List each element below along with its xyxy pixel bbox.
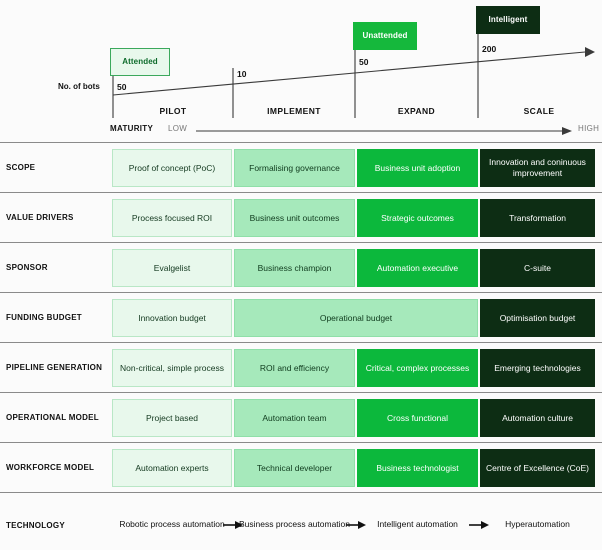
tick-value-implement: 10 [237,69,247,79]
tech-item-implement: Business process automation [238,519,351,530]
cell-sponsor-scale: C-suite [480,249,595,287]
maturity-chart: No. of bots 50 10 50 200 Attended Unatte… [0,0,602,142]
tech-item-pilot: Robotic process automation [119,519,225,530]
cell-scope-expand: Business unit adoption [357,149,478,187]
maturity-arrowhead [562,127,572,135]
cell-value-drivers-scale: Transformation [480,199,595,237]
cell-workforce-model-expand: Business technologist [357,449,478,487]
cell-operational-model-expand: Cross functional [357,399,478,437]
cell-workforce-model-pilot: Automation experts [112,449,232,487]
maturity-axis-label: MATURITY [110,124,154,133]
maturity-high-label: HIGH [578,124,600,133]
flag-attended: Attended [110,48,170,76]
table-row: SPONSOR Evalgelist Business champion Aut… [0,242,602,292]
maturity-low-label: LOW [168,124,188,133]
trend-line [112,51,586,96]
row-cells: Automation experts Technical developer B… [0,443,602,492]
arrow-right-icon [223,521,243,529]
tick-value-expand: 50 [359,57,369,67]
cell-scope-scale: Innovation and coninuous improvement [480,149,595,187]
bots-axis-label: No. of bots [58,82,100,91]
cell-scope-pilot: Proof of concept (PoC) [112,149,232,187]
cell-pipeline-generation-implement: ROI and efficiency [234,349,355,387]
cell-pipeline-generation-scale: Emerging technologies [480,349,595,387]
chart-axes-svg [112,34,595,135]
cell-operational-model-pilot: Project based [112,399,232,437]
row-label-scope: SCOPE [6,163,36,172]
tick-value-pilot: 50 [117,82,127,92]
row-cells: Proof of concept (PoC) Formalising gover… [0,143,602,192]
phase-label-pilot: PILOT [159,106,187,116]
phase-label-implement: IMPLEMENT [267,106,321,116]
row-label-operational-model: OPERATIONAL MODEL [6,413,99,422]
cell-sponsor-pilot: Evalgelist [112,249,232,287]
cell-operational-model-scale: Automation culture [480,399,595,437]
row-label-value-drivers: VALUE DRIVERS [6,213,74,222]
tech-item-expand: Intelligent automation [377,519,458,530]
phase-label-scale: SCALE [523,106,555,116]
table-row: FUNDING BUDGET Innovation budget Operati… [0,292,602,342]
cell-workforce-model-implement: Technical developer [234,449,355,487]
flag-intelligent: Intelligent [476,6,540,34]
cell-sponsor-implement: Business champion [234,249,355,287]
trend-arrowhead [585,47,595,57]
table-row: VALUE DRIVERS Process focused ROI Busine… [0,192,602,242]
tick-value-scale: 200 [482,44,497,54]
phase-label-expand: EXPAND [397,106,436,116]
cell-scope-implement: Formalising governance [234,149,355,187]
cell-funding-budget-merged: Operational budget [234,299,478,337]
row-cells: Non-critical, simple process ROI and eff… [0,343,602,392]
row-cells: Innovation budget Operational budget Opt… [0,293,602,342]
flag-unattended: Unattended [353,22,417,50]
cell-pipeline-generation-pilot: Non-critical, simple process [112,349,232,387]
cell-pipeline-generation-expand: Critical, complex processes [357,349,478,387]
maturity-table: SCOPE Proof of concept (PoC) Formalising… [0,142,602,550]
row-cells: Project based Automation team Cross func… [0,393,602,442]
cell-value-drivers-expand: Strategic outcomes [357,199,478,237]
maturity-axis: MATURITY LOW HIGH [0,124,602,142]
cell-funding-budget-pilot: Innovation budget [112,299,232,337]
row-label-technology: TECHNOLOGY [6,521,65,530]
row-label-pipeline-generation: PIPELINE GENERATION [6,363,103,372]
cell-operational-model-implement: Automation team [234,399,355,437]
cell-value-drivers-implement: Business unit outcomes [234,199,355,237]
row-label-sponsor: SPONSOR [6,263,48,272]
row-cells: Evalgelist Business champion Automation … [0,243,602,292]
row-label-funding-budget: FUNDING BUDGET [6,313,82,322]
arrow-right-icon [469,521,489,529]
cell-funding-budget-scale: Optimisation budget [480,299,595,337]
cell-workforce-model-scale: Centre of Excellence (CoE) [480,449,595,487]
table-row: WORKFORCE MODEL Automation experts Techn… [0,442,602,492]
table-row: SCOPE Proof of concept (PoC) Formalising… [0,142,602,192]
table-row: OPERATIONAL MODEL Project based Automati… [0,392,602,442]
tech-item-scale: Hyperautomation [505,519,570,530]
table-row: PIPELINE GENERATION Non-critical, simple… [0,342,602,392]
cell-sponsor-expand: Automation executive [357,249,478,287]
table-row-technology: TECHNOLOGY Robotic process automation Bu… [0,492,602,550]
row-cells: Process focused ROI Business unit outcom… [0,193,602,242]
row-label-workforce-model: WORKFORCE MODEL [6,463,95,472]
cell-value-drivers-pilot: Process focused ROI [112,199,232,237]
arrow-right-icon [346,521,366,529]
